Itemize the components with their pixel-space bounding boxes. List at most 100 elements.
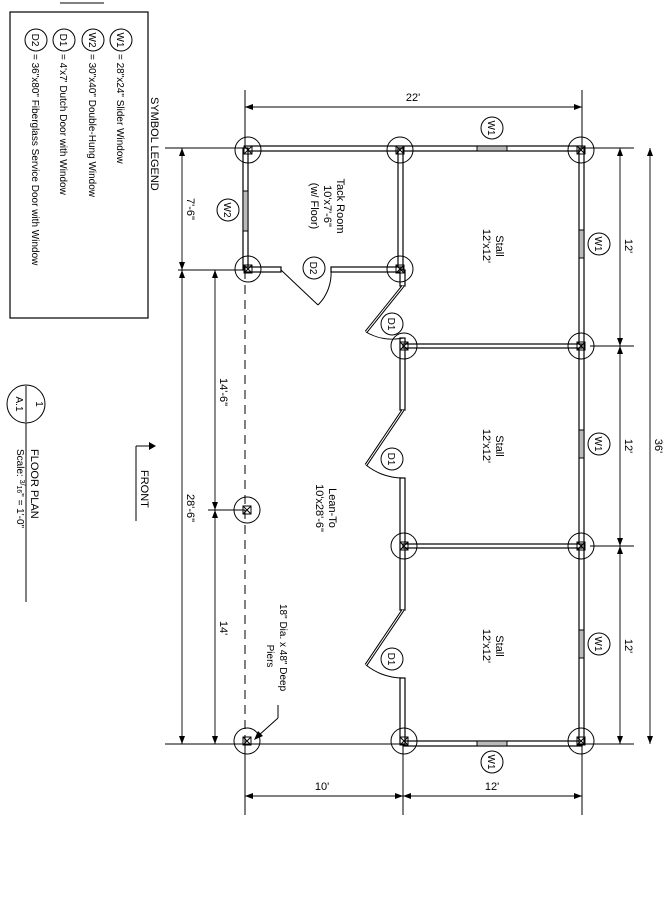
door-d2-leaf bbox=[280, 269, 319, 306]
dimension-top: 22' bbox=[245, 92, 582, 110]
tag-w1-stall1: W1 bbox=[587, 232, 611, 256]
tack-room-size: 10'x7'-6" bbox=[321, 185, 333, 227]
legend-item-text: = 30"x40" Double-Hung Window bbox=[86, 54, 97, 198]
door-d1-2-swing bbox=[365, 464, 404, 479]
stall-size: 12'x12' bbox=[480, 229, 492, 263]
dim-left-14-6: 14'-6" bbox=[217, 378, 229, 406]
dimension-right-segments: 12' 12' 12' bbox=[617, 148, 634, 744]
wall-tack-right bbox=[397, 147, 404, 271]
tag-w1-bottom: W1 bbox=[480, 750, 504, 774]
pier bbox=[390, 532, 418, 560]
tag-w1-stall3: W1 bbox=[587, 632, 611, 656]
pier-note: 18" Dia. x 48" Deep Piers bbox=[254, 604, 288, 740]
stall-divider-1 bbox=[402, 343, 583, 349]
lean-to-size: 10'x28'-6" bbox=[313, 484, 325, 532]
dimension-right-total: 36' bbox=[647, 148, 664, 744]
legend-item-d1: D1 = 4'x7' Dutch Door with Window bbox=[52, 28, 76, 196]
legend-tag: D1 bbox=[57, 34, 68, 47]
wall-tack-bottom-b bbox=[330, 266, 402, 273]
pier bbox=[234, 255, 262, 283]
lean-to-outline bbox=[244, 270, 403, 745]
dim-right-total: 36' bbox=[652, 439, 664, 453]
dim-bottom-12: 12' bbox=[485, 781, 499, 793]
svg-text:D1: D1 bbox=[385, 318, 396, 331]
svg-text:W2: W2 bbox=[221, 203, 232, 218]
stall-name: Stall bbox=[493, 435, 505, 456]
wall-stall-front-3 bbox=[399, 677, 406, 745]
stall-name: Stall bbox=[493, 235, 505, 256]
legend-tag-circle bbox=[24, 28, 48, 52]
dimension-left-leanto: 14'-6" 14' bbox=[208, 270, 245, 744]
walls bbox=[242, 145, 585, 747]
legend-tag: W2 bbox=[86, 33, 97, 48]
dim-left-7-6: 7'-6" bbox=[184, 198, 196, 220]
legend-title: SYMBOL LEGEND bbox=[148, 97, 160, 191]
pier bbox=[567, 727, 595, 755]
pier bbox=[567, 532, 595, 560]
svg-text:W1: W1 bbox=[485, 121, 496, 136]
tack-room-name: Tack Room bbox=[334, 178, 346, 233]
pier bbox=[386, 255, 414, 283]
wall-top bbox=[244, 145, 583, 152]
legend-tag-circle bbox=[81, 28, 105, 52]
dim-bottom-10: 10' bbox=[315, 781, 329, 793]
tack-room-floor: (w/ Floor) bbox=[308, 183, 320, 229]
room-label-stall-1: Stall 12'x12' bbox=[480, 229, 505, 263]
dimension-bottom: 10' 12' bbox=[245, 781, 582, 799]
door-d2-swing bbox=[317, 269, 332, 306]
doors bbox=[280, 269, 405, 679]
pier bbox=[233, 496, 261, 524]
svg-text:D2: D2 bbox=[307, 262, 318, 275]
room-label-lean-to: Lean-To 10'x28'-6" bbox=[313, 484, 338, 532]
pier bbox=[390, 332, 418, 360]
svg-text:W1: W1 bbox=[485, 755, 496, 770]
door-d1-3-swing bbox=[365, 664, 404, 679]
window-w1-stall2 bbox=[578, 429, 585, 459]
dimension-left-total: 28'-6" bbox=[179, 270, 196, 744]
stall-divider-2 bbox=[402, 543, 583, 549]
legend-item-text: = 4'x7' Dutch Door with Window bbox=[57, 54, 68, 196]
legend-item-text: = 28"x24" Slider Window bbox=[114, 54, 125, 164]
tag-d2-tack: D2 bbox=[302, 256, 326, 280]
room-label-stall-2: Stall 12'x12' bbox=[480, 429, 505, 463]
pier bbox=[233, 727, 261, 755]
dim-left-28-6: 28'-6" bbox=[184, 494, 196, 522]
dimension-left-tack: 7'-6" bbox=[179, 148, 196, 270]
pier bbox=[386, 136, 414, 164]
sheet-number: A.1 bbox=[13, 396, 24, 411]
dim-right-12b: 12' bbox=[622, 439, 634, 453]
pier-note-line1: 18" Dia. x 48" Deep bbox=[277, 604, 288, 692]
window-w1-stall3 bbox=[578, 629, 585, 659]
legend-item-w2: W2 = 30"x40" Double-Hung Window bbox=[81, 28, 105, 198]
stall-name: Stall bbox=[493, 635, 505, 656]
tag-w1-stall2: W1 bbox=[587, 432, 611, 456]
piers bbox=[233, 136, 595, 755]
legend-tag-circle bbox=[109, 28, 133, 52]
tag-d1-2: D1 bbox=[380, 447, 404, 471]
window-w1-bottom bbox=[476, 740, 508, 747]
legend-item-w1: W1 = 28"x24" Slider Window bbox=[109, 28, 133, 164]
svg-text:W1: W1 bbox=[592, 637, 603, 652]
drawing-title-block: 1 A.1 FLOOR PLAN Scale: 3/16" = 1'-0" bbox=[6, 384, 46, 602]
legend-tag: D2 bbox=[29, 34, 40, 47]
window-w1-stall1 bbox=[578, 229, 585, 259]
symbol-legend-box bbox=[9, 11, 149, 319]
drawing-title: FLOOR PLAN bbox=[28, 449, 40, 519]
dim-right-12a: 12' bbox=[622, 239, 634, 253]
lean-to-name: Lean-To bbox=[326, 488, 338, 528]
pier bbox=[390, 727, 418, 755]
legend-tag: W1 bbox=[114, 33, 125, 48]
tag-d1-1: D1 bbox=[380, 312, 404, 336]
tag-w1-top: W1 bbox=[480, 116, 504, 140]
windows bbox=[242, 145, 585, 747]
room-label-stall-3: Stall 12'x12' bbox=[480, 629, 505, 663]
stall-size: 12'x12' bbox=[480, 629, 492, 663]
svg-text:D1: D1 bbox=[385, 453, 396, 466]
dim-right-12c: 12' bbox=[622, 639, 634, 653]
window-w1-top bbox=[476, 145, 508, 152]
door-d1-1-swing bbox=[365, 331, 404, 340]
tag-d1-3: D1 bbox=[380, 647, 404, 671]
svg-text:W1: W1 bbox=[592, 237, 603, 252]
legend-item-text: = 36"x80" Fiberglass Service Door with W… bbox=[29, 54, 40, 266]
